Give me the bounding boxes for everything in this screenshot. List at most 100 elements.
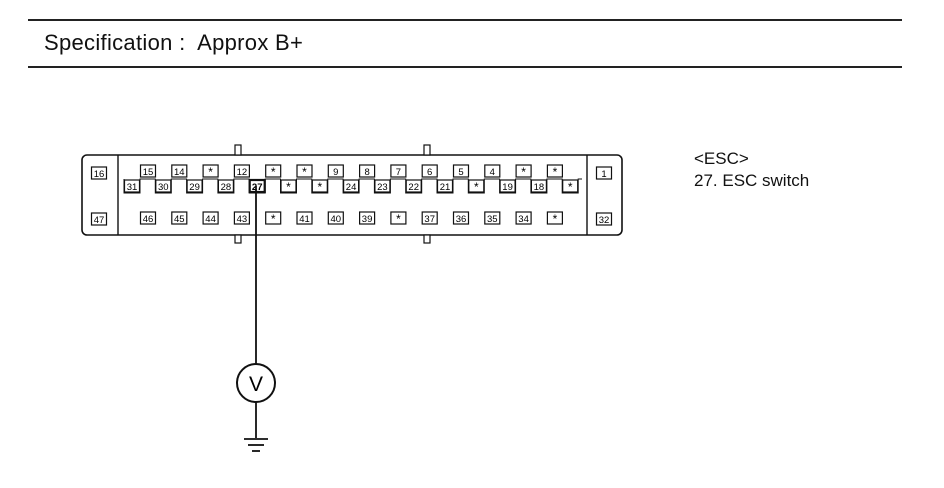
pin-bottom-row: 46 (139, 211, 157, 225)
pin-middle-row: 24 (343, 179, 360, 193)
pin-label: * (553, 212, 558, 226)
pin-label: 31 (127, 182, 138, 193)
pin-label: 18 (534, 182, 545, 193)
pin-side-left-bottom: 47 (90, 212, 108, 226)
connector-tab-bottom-left (234, 234, 242, 244)
pin-label: 12 (237, 167, 248, 178)
pin-bottom-row: 40 (327, 211, 344, 225)
pin-middle-row: 29 (186, 179, 203, 193)
legend-item: 27. ESC switch (694, 171, 810, 190)
pin-middle-row: 22 (405, 179, 422, 193)
pin-label: 32 (599, 215, 610, 226)
pin-middle-row: 27 (248, 178, 266, 194)
pin-label: 45 (174, 214, 185, 225)
pin-bottom-row: * (546, 211, 564, 226)
pin-label: 27 (252, 182, 263, 193)
pin-bottom-row: 39 (359, 211, 376, 225)
pin-label: * (396, 212, 401, 226)
pin-bottom-row: 36 (452, 211, 470, 225)
connector-tab-top-left (234, 144, 242, 156)
pin-label: * (553, 165, 558, 179)
pin-top-row: * (546, 164, 564, 179)
pin-label: * (474, 180, 479, 194)
pin-label: 41 (299, 214, 310, 225)
pin-label: 44 (205, 214, 216, 225)
pin-label: * (317, 180, 322, 194)
pin-label: 36 (456, 214, 467, 225)
connector-body (81, 154, 623, 236)
pin-bottom-row: 34 (515, 211, 532, 225)
pin-side-right-top: 1 (595, 166, 613, 180)
pin-label: 19 (502, 182, 513, 193)
pin-label: 37 (424, 214, 435, 225)
specification-line: Specification : Approx B+ (44, 30, 303, 56)
specification-value: Approx B+ (197, 30, 304, 55)
pin-label: 14 (174, 167, 185, 178)
pin-top-row: 12 (233, 164, 250, 178)
ground-icon (244, 438, 268, 452)
pin-middle-row: 28 (217, 179, 234, 193)
specification-separator: : (179, 30, 186, 55)
pin-label: 34 (518, 214, 529, 225)
pin-bottom-row: 45 (171, 211, 188, 225)
header-top-rule (28, 19, 902, 21)
pin-side-right-bottom: 32 (595, 212, 613, 226)
pin-top-row: * (265, 164, 282, 179)
pin-top-row: * (296, 164, 313, 179)
pin-label: 24 (346, 182, 357, 193)
pin-top-row: 5 (452, 164, 470, 178)
pin-middle-row: * (468, 179, 485, 194)
pin-bottom-row: 44 (202, 211, 219, 225)
pin-top-row: 14 (171, 164, 188, 178)
pin-label: 29 (189, 182, 200, 193)
pin-label: 28 (221, 182, 232, 193)
pin-label: * (286, 180, 291, 194)
pin-middle-row: 19 (499, 179, 516, 193)
pin-label: 46 (143, 214, 154, 225)
pin-middle-row: 23 (374, 179, 391, 193)
pin-top-row: 7 (390, 164, 407, 178)
pin-bottom-row: 43 (233, 211, 250, 225)
pin-label: 16 (94, 169, 105, 180)
pin-label: 5 (458, 167, 463, 178)
pin-label: * (271, 212, 276, 226)
pin-label: 40 (331, 214, 342, 225)
pin-label: 21 (440, 182, 451, 193)
pin-middle-row: * (280, 179, 297, 194)
pin-bottom-row: * (265, 211, 282, 226)
pin-top-row: 15 (139, 164, 157, 178)
pin-bottom-row: 35 (484, 211, 501, 225)
pin-label: 7 (396, 167, 401, 178)
connector-tab-bottom-right (423, 234, 431, 244)
pin-label: 22 (408, 182, 419, 193)
header-bottom-rule (28, 66, 902, 68)
pin-label: 4 (490, 167, 495, 178)
pin-bottom-row: * (390, 211, 407, 226)
pin-label: 1 (601, 169, 606, 180)
pin-label: 15 (143, 167, 154, 178)
pin-label: 39 (362, 214, 373, 225)
pin-label: 47 (94, 215, 105, 226)
specification-label: Specification (44, 30, 173, 55)
voltmeter-symbol: V (249, 373, 263, 396)
pin-top-row: * (515, 164, 532, 179)
connector-row-seam (123, 178, 582, 194)
pin-bottom-row: 41 (296, 211, 313, 225)
pin-middle-row: * (562, 179, 579, 194)
pin-label: 35 (487, 214, 498, 225)
legend-title: <ESC> (694, 149, 749, 168)
pin-label: 6 (427, 167, 432, 178)
pin-middle-row: * (311, 179, 328, 194)
pin-label: * (521, 165, 526, 179)
pin-label: * (208, 165, 213, 179)
legend: <ESC> 27. ESC switch (694, 148, 809, 192)
pin-top-row: 9 (327, 164, 344, 178)
pin-top-row: 4 (484, 164, 501, 178)
pin-middle-row: 31 (123, 179, 141, 193)
pin-top-row: 6 (421, 164, 438, 178)
pin-top-row: 8 (359, 164, 376, 178)
pin-label: 43 (237, 214, 248, 225)
pin-label: 9 (333, 167, 338, 178)
pin-middle-row: 18 (530, 179, 548, 193)
